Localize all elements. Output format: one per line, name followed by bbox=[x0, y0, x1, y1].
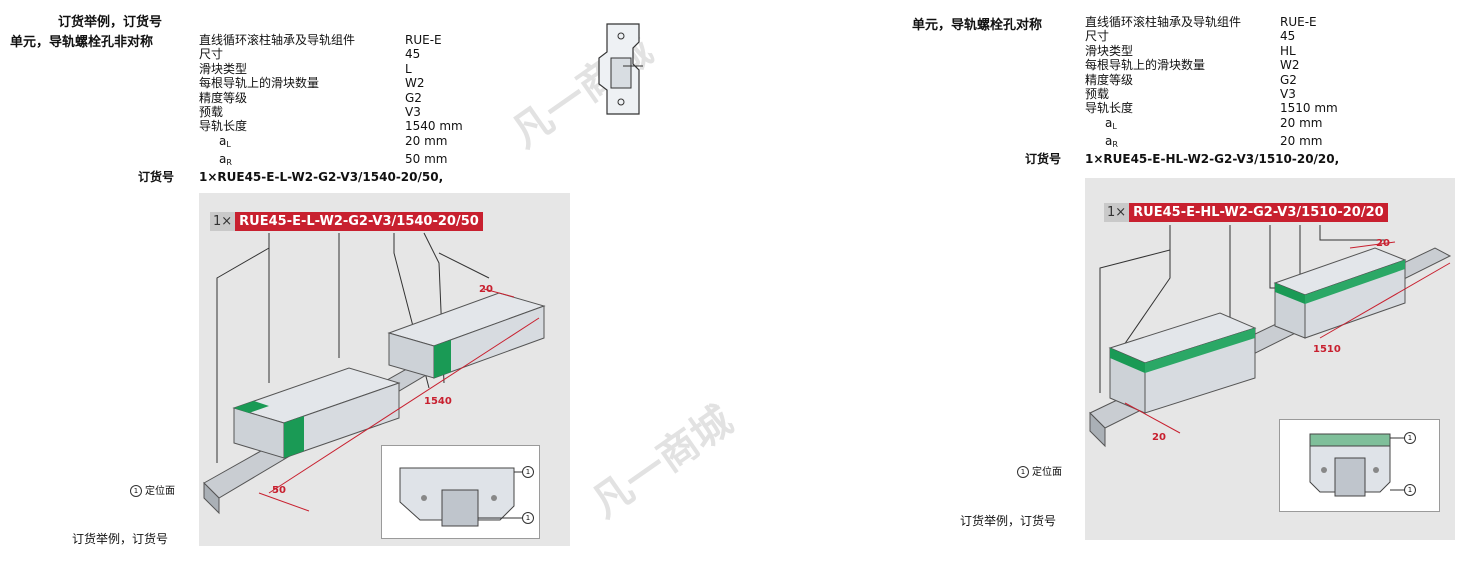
spec-row: 尺寸 45 bbox=[1085, 29, 1295, 44]
spec-value: V3 bbox=[405, 105, 421, 120]
spec-value: W2 bbox=[1280, 58, 1300, 73]
ar-label: aR bbox=[1105, 134, 1118, 150]
spec-value: HL bbox=[1280, 43, 1296, 58]
order-badge: 1×RUE45-E-HL-W2-G2-V3/1510-20/20 bbox=[1104, 203, 1388, 222]
dim-label: 50 bbox=[272, 485, 286, 496]
watermark: 凡一商城 bbox=[583, 397, 742, 528]
cross-section-inset: 1 1 bbox=[1279, 419, 1440, 512]
position-marker-icon: 1 bbox=[1404, 432, 1416, 444]
footer-text: 订货举例，订货号 bbox=[72, 532, 169, 546]
position-marker-icon: 1 bbox=[130, 485, 142, 497]
spec-row: 每根导轨上的滑块数量 W2 bbox=[199, 76, 425, 91]
rail-illustration bbox=[1089, 225, 1452, 448]
spec-row: 预载 V3 bbox=[199, 105, 421, 120]
spec-row: 导轨长度 1510 mm bbox=[1085, 101, 1338, 116]
spec-label: 导轨长度 bbox=[1085, 101, 1134, 116]
spec-label: 预载 bbox=[199, 105, 224, 120]
dim-label: 1540 bbox=[424, 396, 452, 407]
cross-section-drawing bbox=[399, 467, 522, 527]
spec-row: 直线循环滚柱轴承及导轨组件 RUE-E bbox=[199, 33, 442, 47]
ar-value: 20 mm bbox=[1280, 134, 1323, 149]
order-code: 1×RUE45-E-HL-W2-G2-V3/1510-20/20, bbox=[1085, 152, 1340, 166]
profile-section-drawing bbox=[598, 23, 643, 115]
al-value: 20 mm bbox=[1280, 115, 1323, 130]
ar-value: 50 mm bbox=[405, 152, 448, 167]
spec-value: RUE-E bbox=[1280, 15, 1317, 29]
spec-row: 精度等级 G2 bbox=[199, 90, 422, 105]
position-marker-icon: 1 bbox=[1404, 484, 1416, 496]
spec-row: 滑块类型 HL bbox=[1085, 43, 1296, 58]
spec-value: 1510 mm bbox=[1280, 101, 1338, 116]
rail-illustration bbox=[203, 232, 546, 515]
spec-value: 1540 mm bbox=[405, 119, 463, 134]
position-marker-icon: 1 bbox=[1017, 466, 1029, 478]
order-badge: 1×RUE45-E-L-W2-G2-V3/1540-20/50 bbox=[210, 212, 483, 231]
spec-value: G2 bbox=[405, 90, 422, 105]
spec-row: 每根导轨上的滑块数量 W2 bbox=[1085, 58, 1300, 73]
dim-label: 1510 bbox=[1313, 344, 1341, 355]
spec-label: 精度等级 bbox=[1085, 72, 1134, 87]
spec-row: 预载 V3 bbox=[1085, 87, 1296, 102]
al-value: 20 mm bbox=[405, 133, 448, 148]
spec-label: 直线循环滚柱轴承及导轨组件 bbox=[1085, 15, 1242, 29]
spec-label: 尺寸 bbox=[199, 47, 224, 62]
spec-label: 直线循环滚柱轴承及导轨组件 bbox=[199, 33, 356, 47]
spec-value: W2 bbox=[405, 76, 425, 91]
spec-value: G2 bbox=[1280, 72, 1297, 87]
section-heading: 订货举例，订货号 bbox=[58, 15, 163, 30]
spec-label: 滑块类型 bbox=[1085, 43, 1134, 58]
spec-label: 导轨长度 bbox=[199, 119, 248, 134]
dim-label: 20 bbox=[479, 284, 493, 295]
spec-value: RUE-E bbox=[405, 33, 442, 47]
spec-row: 直线循环滚柱轴承及导轨组件 RUE-E bbox=[1085, 15, 1317, 29]
cross-section-drawing bbox=[1309, 433, 1405, 497]
al-label: aL bbox=[1105, 115, 1117, 131]
spec-row: 精度等级 G2 bbox=[1085, 72, 1297, 87]
footer-text: 订货举例，订货号 bbox=[960, 514, 1057, 528]
dim-label: 20 bbox=[1376, 238, 1390, 249]
spec-value: 45 bbox=[1280, 29, 1296, 44]
spec-label: 每根导轨上的滑块数量 bbox=[1085, 58, 1206, 73]
spec-label: 尺寸 bbox=[1085, 29, 1110, 44]
al-label: aL bbox=[219, 133, 231, 149]
order-label: 订货号 bbox=[138, 170, 175, 184]
spec-label: 滑块类型 bbox=[199, 61, 248, 76]
dim-label: 20 bbox=[1152, 432, 1166, 443]
cross-section-inset: 1 1 bbox=[381, 445, 540, 539]
spec-value: V3 bbox=[1280, 87, 1296, 102]
spec-label: 精度等级 bbox=[199, 90, 248, 105]
spec-row: 导轨长度 1540 mm bbox=[199, 119, 463, 134]
spec-table: 直线循环滚柱轴承及导轨组件 RUE-E 尺寸 45 滑块类型 HL 每根导轨上的滑块数量 W2… bbox=[1085, 15, 1338, 153]
ar-label: aR bbox=[219, 152, 232, 168]
spec-value: 45 bbox=[405, 47, 421, 62]
spec-label: 每根导轨上的滑块数量 bbox=[199, 76, 320, 91]
spec-row: 滑块类型 L bbox=[199, 61, 412, 76]
section-heading: 单元，导轨螺栓孔非对称 bbox=[10, 35, 154, 50]
order-code: 1×RUE45-E-L-W2-G2-V3/1540-20/50, bbox=[199, 170, 444, 184]
spec-row: 尺寸 45 bbox=[199, 47, 420, 62]
position-marker-icon: 1 bbox=[522, 466, 534, 478]
section-heading: 单元，导轨螺栓孔对称 bbox=[912, 18, 1043, 33]
order-label: 订货号 bbox=[1025, 152, 1062, 166]
spec-label: 预载 bbox=[1085, 87, 1110, 102]
position-marker-icon: 1 bbox=[522, 512, 534, 524]
spec-value: L bbox=[405, 61, 412, 76]
